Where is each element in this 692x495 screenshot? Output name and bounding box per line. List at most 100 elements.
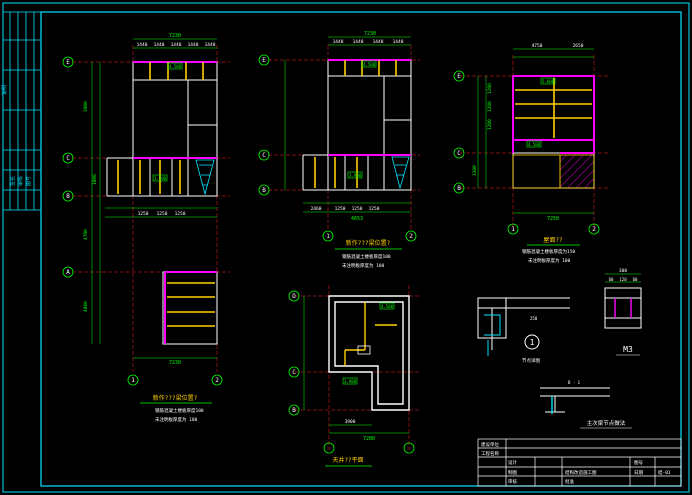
svg-text:A: A xyxy=(66,269,70,276)
left-strip-cell-1: 说明 xyxy=(1,85,8,95)
plan-3-secondary-beams xyxy=(515,78,592,138)
detail-1-label: 节点详图 xyxy=(522,357,540,364)
plan-4-title: 天井??平面 xyxy=(332,456,363,464)
plan-1-bottom-dims: 1250 1250 1250 xyxy=(138,211,186,217)
plan-1-tag-a-box xyxy=(167,62,183,70)
plan-3: 4750 2650 1200 1200 1200 3300 7250 5.600… xyxy=(453,43,610,264)
svg-text:1440: 1440 xyxy=(137,42,148,48)
left-strip xyxy=(3,11,41,211)
svg-text:1440: 1440 xyxy=(171,42,182,48)
detail-m3: 300 60 120 60 M3 xyxy=(604,268,642,356)
svg-text:审核: 审核 xyxy=(508,478,517,485)
left-strip-cell-3: 审核 xyxy=(17,176,24,186)
detail-beam: B - 1 主次梁节点做法 xyxy=(540,380,632,429)
svg-text:1250: 1250 xyxy=(157,211,168,217)
plan-1-side-dims: 3900 4700 4800 1800 xyxy=(83,101,98,312)
svg-text:2: 2 xyxy=(409,233,413,240)
detail-m3-dims: 60 120 60 xyxy=(609,277,638,282)
plan-4-axis-bubbles xyxy=(288,290,415,454)
sheet-border-inner xyxy=(40,11,682,487)
plan-4-tag-b-box xyxy=(342,377,358,385)
svg-text:图号: 图号 xyxy=(634,460,643,466)
plan-2-dimensions xyxy=(284,36,411,213)
svg-text:结构改造施工图: 结构改造施工图 xyxy=(565,469,597,476)
svg-text:B: B xyxy=(292,407,296,414)
svg-text:设计: 设计 xyxy=(508,459,517,466)
title-block xyxy=(477,438,682,487)
plan-4-beams xyxy=(344,302,397,366)
title-block-text: 建设单位 工程名称 设计 结构改造施工图 图号 制图 日期 结-01 审核 批准 xyxy=(481,441,671,485)
svg-text:1: 1 xyxy=(326,233,330,240)
detail-1-number-circle xyxy=(524,334,540,350)
plan-1-axis-lines xyxy=(72,45,230,372)
svg-text:1800: 1800 xyxy=(92,174,98,185)
detail-1: 250 1 节点详图 xyxy=(477,297,570,364)
svg-text:工程名称: 工程名称 xyxy=(481,450,499,457)
svg-text:2: 2 xyxy=(215,377,219,384)
plan-4-bottom-dim-b: 7280 xyxy=(363,436,375,442)
plan-1-walls xyxy=(106,61,218,345)
svg-text:B: B xyxy=(66,193,70,200)
svg-text:1250: 1250 xyxy=(335,206,346,212)
svg-text:C: C xyxy=(457,150,461,157)
svg-text:1440: 1440 xyxy=(353,39,364,45)
plan-4-walls xyxy=(328,295,410,411)
svg-text:建设单位: 建设单位 xyxy=(481,441,499,448)
plan-3-tag-b: 4.500 xyxy=(528,142,541,147)
svg-text:1: 1 xyxy=(511,226,515,233)
svg-text:120: 120 xyxy=(619,277,627,282)
plan-2-tag-b: 3.900 xyxy=(349,173,362,178)
left-strip-cell-4: 图号 xyxy=(26,176,32,186)
plan-2-note-1: 钢筋混凝土楼板厚度100 xyxy=(342,253,391,260)
svg-text:C: C xyxy=(66,155,70,162)
svg-text:3900: 3900 xyxy=(83,101,89,112)
svg-text:1250: 1250 xyxy=(352,206,363,212)
plan-1-top-total: 7230 xyxy=(169,33,181,39)
plan-2-top-dims: 1440 1440 1440 1440 xyxy=(333,39,404,45)
detail-1-dim: 250 xyxy=(530,316,538,321)
plan-1-note-2: 未注明板厚度为 100 xyxy=(155,416,198,423)
svg-text:2650: 2650 xyxy=(573,43,584,49)
svg-text:日期: 日期 xyxy=(634,470,643,476)
plan-2-axis-bubbles xyxy=(258,54,417,242)
svg-text:1200: 1200 xyxy=(487,83,493,94)
plan-1-title: 新作???梁位置? xyxy=(153,394,198,402)
svg-text:E: E xyxy=(262,57,266,64)
plan-2-tag-b-box xyxy=(347,171,363,179)
plan-1-tag-b-box xyxy=(152,174,168,182)
svg-text:3300: 3300 xyxy=(472,165,478,176)
detail-beam-label: 主次梁节点做法 xyxy=(587,419,626,427)
detail-beam-tag: B - 1 xyxy=(568,380,581,385)
detail-1-number: 1 xyxy=(530,338,535,347)
plan-3-axis-bubbles xyxy=(453,70,600,235)
svg-text:1: 1 xyxy=(131,377,135,384)
plan-4: 4.500 3.900 3900 7280 D C B 天井??平面 xyxy=(288,285,420,467)
plan-1-axis-letters: E C B A 1 2 xyxy=(66,59,219,384)
plan-1-beams xyxy=(133,61,217,344)
plan-1-tag-a: 4.500 xyxy=(169,64,182,69)
plan-2-bottom-total: 4653 xyxy=(351,216,363,222)
svg-text:1200: 1200 xyxy=(487,101,493,112)
svg-text:4750: 4750 xyxy=(532,43,543,49)
svg-text:B: B xyxy=(457,185,461,192)
svg-text:4800: 4800 xyxy=(83,301,89,312)
svg-text:C: C xyxy=(262,152,266,159)
plan-3-note-1: 钢筋混凝土楼板厚度为150 xyxy=(522,248,575,255)
svg-text:1440: 1440 xyxy=(188,42,199,48)
svg-text:1440: 1440 xyxy=(205,42,216,48)
svg-text:1250: 1250 xyxy=(175,211,186,217)
plan-3-dimensions xyxy=(477,48,594,214)
plan-1-axis-bubbles xyxy=(62,56,223,386)
plan-2-bottom-dims: 2460 1250 1250 1250 xyxy=(311,206,380,212)
plan-4-dimensions xyxy=(303,296,409,434)
plan-3-tag-b-box xyxy=(526,140,542,148)
plan-3-axis-letters: E C B 1 2 xyxy=(457,73,596,233)
svg-text:制图: 制图 xyxy=(508,469,517,476)
plan-2-tag-a: 4.500 xyxy=(363,62,376,67)
svg-text:1440: 1440 xyxy=(393,39,404,45)
svg-text:60: 60 xyxy=(633,277,638,282)
left-strip-cell-2: 签名 xyxy=(9,176,16,186)
plan-2-tag-a-box xyxy=(361,60,377,68)
